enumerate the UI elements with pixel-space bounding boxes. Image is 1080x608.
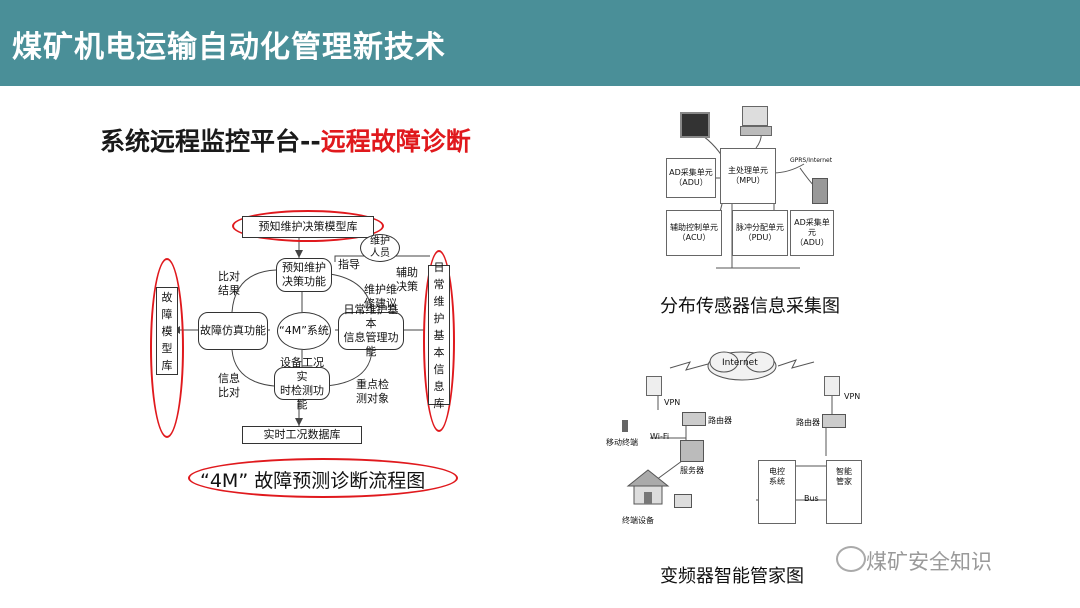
4m-system-center: “4M”系统 xyxy=(277,312,331,350)
mpu-box: 主处理单元 （MPU） xyxy=(720,148,776,204)
adu-box-1: AD采集单元 （ADU） xyxy=(666,158,716,198)
vpn-left-label: VPN xyxy=(664,398,681,407)
router-right-label: 路由器 xyxy=(796,418,820,427)
mobile-label: 移动终端 xyxy=(606,438,638,447)
server-stack-icon xyxy=(680,440,704,462)
router-right-icon xyxy=(822,414,846,428)
compare-result-label: 比对 结果 xyxy=(218,270,240,297)
subtitle-part2: 远程故障诊断 xyxy=(320,127,471,156)
section-subtitle: 系统远程监控平台--远程故障诊断 xyxy=(100,122,471,158)
daily-maintenance-library: 日常维护基本信息库 xyxy=(428,261,450,410)
router-left-icon xyxy=(682,412,706,426)
info-compare-label: 信息 比对 xyxy=(218,372,240,399)
predict-decision-function: 预知维护 决策功能 xyxy=(276,258,332,292)
realtime-monitor-function: 设备工况实 时检测功能 xyxy=(274,356,330,411)
right-db-highlight xyxy=(423,250,455,432)
caption-highlight xyxy=(188,458,458,498)
vfd-connectors xyxy=(650,351,833,501)
decision-model-library: 预知维护决策模型库 xyxy=(242,216,374,238)
maintenance-staff: 维护 人员 xyxy=(360,234,400,262)
assist-decision-label: 辅助 决策 xyxy=(396,266,418,293)
phone-icon xyxy=(812,178,828,204)
realtime-data-library: 实时工况数据库 xyxy=(242,426,362,444)
router-left-label: 路由器 xyxy=(708,416,732,425)
server-left-icon xyxy=(646,376,662,396)
bus-label: Bus xyxy=(804,494,819,503)
fault-simulation-function: 故障仿真功能 xyxy=(198,312,268,350)
adu-box-2: AD采集单元 （ADU） xyxy=(790,210,834,256)
vpn-right-label: VPN xyxy=(844,392,861,401)
terminal-label: 终端设备 xyxy=(622,516,654,525)
gprs-label: GPRS/Internet xyxy=(790,157,833,164)
pdu-box: 脉冲分配单元 （PDU） xyxy=(732,210,788,256)
fault-model-library: 故障模型库 xyxy=(156,287,178,375)
watermark-text: 煤矿安全知识 xyxy=(866,550,992,574)
header-bar: 煤矿机电运输自动化管理新技术 xyxy=(0,0,1080,86)
vfd-caption: 变频器智能管家图 xyxy=(660,566,804,587)
smart-manager-cabinet: 智能 管家 xyxy=(826,460,862,524)
daily-maintenance-function: 日常维护基本 信息管理功能 xyxy=(338,303,404,358)
acu-box: 辅助控制单元 （ACU） xyxy=(666,210,722,256)
wechat-icon xyxy=(836,546,866,572)
flow-caption: “4M” 故障预测诊断流程图 xyxy=(200,470,426,492)
daily-maintenance-library-label: 日常维护基本信息库 xyxy=(433,260,445,410)
wifi-label: Wi-Fi xyxy=(650,432,670,441)
laptop-icon xyxy=(674,494,692,508)
keyboard-icon xyxy=(740,126,772,136)
ecs-cabinet: 电控 系统 xyxy=(758,460,796,524)
server-label: 服务器 xyxy=(680,466,704,475)
maintenance-suggestion-label: 维护维 修建议 xyxy=(364,283,397,310)
house-icon xyxy=(626,469,670,505)
page-title: 煤矿机电运输自动化管理新技术 xyxy=(12,30,446,65)
internet-label: Internet xyxy=(722,358,758,368)
top-box-highlight xyxy=(232,210,384,242)
subtitle-part1: 系统远程监控平台-- xyxy=(100,127,321,156)
mobile-icon xyxy=(622,420,628,432)
monitor-icon xyxy=(680,112,710,138)
computer-icon xyxy=(742,106,768,126)
sensor-caption: 分布传感器信息采集图 xyxy=(660,296,840,317)
server-right-icon xyxy=(824,376,840,396)
left-db-highlight xyxy=(150,258,184,438)
fault-model-library-label: 故障模型库 xyxy=(161,290,173,372)
key-object-label: 重点检 测对象 xyxy=(356,378,389,405)
guide-label: 指导 xyxy=(338,258,360,271)
